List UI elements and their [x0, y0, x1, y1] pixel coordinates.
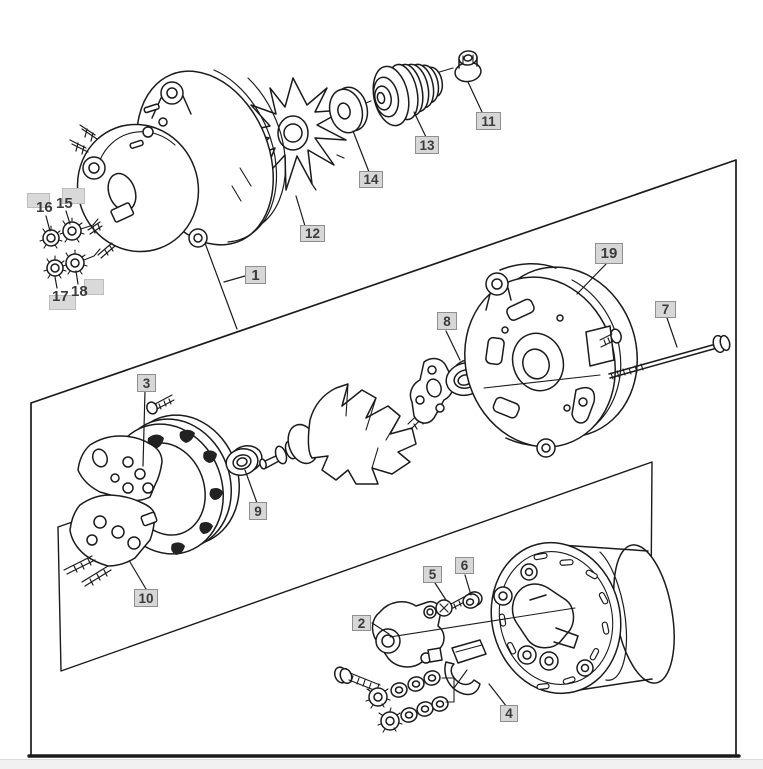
art-fan	[241, 77, 354, 191]
callout-17[interactable]: 17	[52, 288, 69, 305]
art-screw-3	[146, 394, 175, 415]
art-rectifier-plates-10	[63, 435, 163, 587]
callout-2[interactable]: 2	[352, 615, 371, 631]
callout-3[interactable]: 3	[137, 374, 156, 392]
art-outer-box	[27, 159, 741, 758]
callout-19[interactable]: 19	[595, 243, 623, 264]
art-screw-5	[435, 596, 467, 617]
callout-4[interactable]: 4	[500, 705, 518, 722]
art-axis-line-mid	[483, 374, 601, 389]
callout-16-box[interactable]	[27, 193, 50, 208]
callout-15[interactable]: 15	[56, 195, 73, 212]
callout-11[interactable]: 11	[476, 112, 501, 130]
art-bearing-9	[225, 445, 263, 476]
art-bolt-7	[608, 334, 731, 380]
callout-14[interactable]: 14	[359, 171, 383, 188]
callout-7[interactable]: 7	[655, 301, 676, 318]
callout-1[interactable]: 1	[245, 266, 266, 284]
art-washer-6	[462, 591, 483, 609]
art-nut-11	[454, 50, 482, 83]
callout-6[interactable]: 6	[455, 557, 474, 574]
callout-16[interactable]: 16	[36, 199, 53, 216]
art-alternator-assembly	[69, 69, 287, 259]
callout-13[interactable]: 13	[415, 136, 439, 154]
art-brush-holder-4	[427, 639, 487, 696]
art-washer-14	[328, 86, 369, 134]
art-front-housing-19	[464, 263, 638, 458]
callout-17-box[interactable]	[49, 295, 76, 310]
callout-9[interactable]: 9	[249, 502, 267, 520]
callout-10[interactable]: 10	[134, 589, 158, 607]
callout-15-box[interactable]	[62, 188, 85, 204]
art-retainer-plate	[409, 357, 455, 424]
bottom-scroll-strip	[0, 759, 763, 769]
callout-8[interactable]: 8	[437, 312, 457, 330]
callout-5[interactable]: 5	[423, 566, 442, 583]
callout-12[interactable]: 12	[300, 225, 325, 242]
callout-18[interactable]: 18	[71, 283, 88, 300]
art-rear-housing	[490, 541, 675, 695]
art-leader-lines	[45, 81, 678, 708]
art-bolt-and-washers	[333, 666, 468, 733]
callout-18-box[interactable]	[84, 279, 104, 295]
art-hardware-15-18	[39, 217, 101, 279]
art-rotor	[259, 383, 438, 485]
art-axis-line-bottom	[389, 607, 576, 638]
art-pulley-13	[372, 63, 444, 127]
